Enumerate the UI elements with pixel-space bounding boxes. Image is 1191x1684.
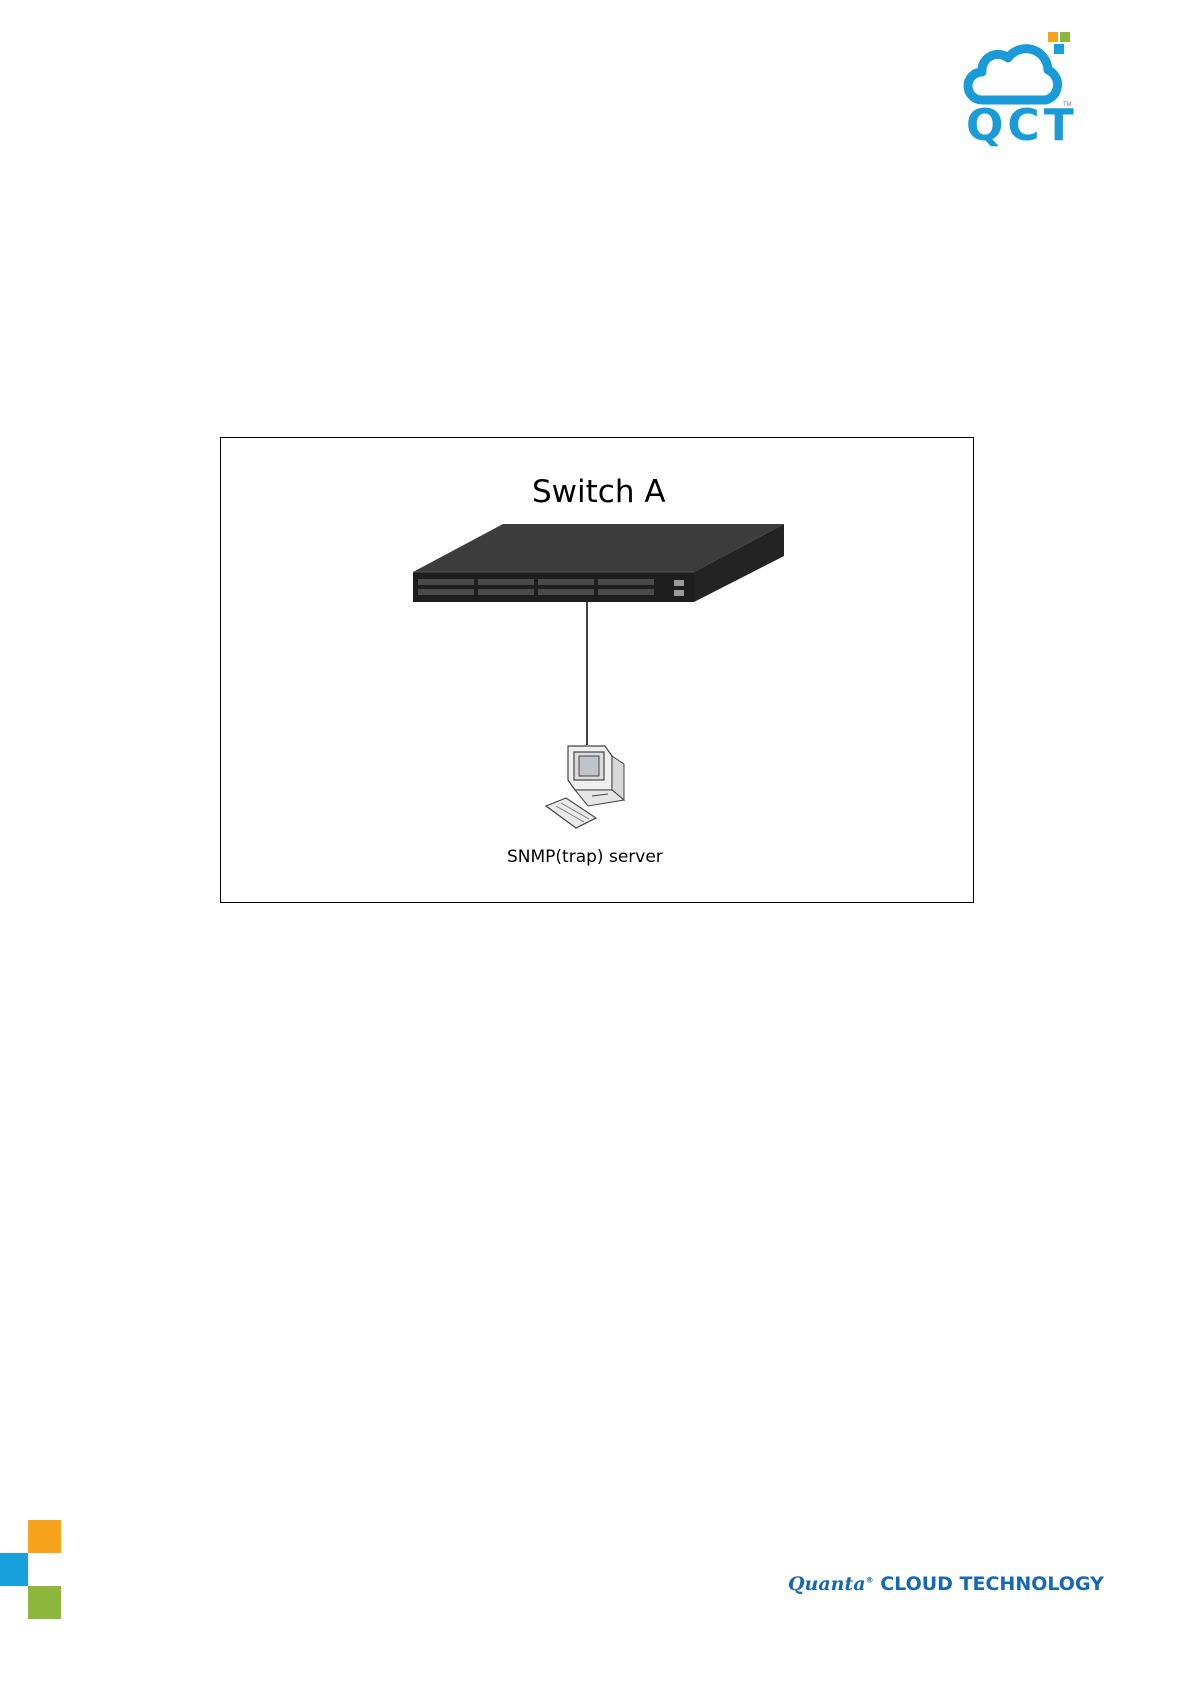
- decorative-square-green: [28, 1586, 61, 1619]
- footer-registered-mark: ®: [866, 1576, 874, 1585]
- footer-brand-name: Quanta: [788, 1573, 866, 1595]
- switch-icon: [413, 524, 784, 602]
- footer-brand: Quanta® CLOUD TECHNOLOGY: [788, 1573, 1104, 1595]
- server-label: SNMP(trap) server: [507, 847, 663, 867]
- footer-tagline: CLOUD TECHNOLOGY: [880, 1573, 1104, 1595]
- computer-icon: [546, 746, 624, 828]
- decorative-square-cyan: [0, 1553, 28, 1586]
- decorative-square-orange: [28, 1520, 61, 1553]
